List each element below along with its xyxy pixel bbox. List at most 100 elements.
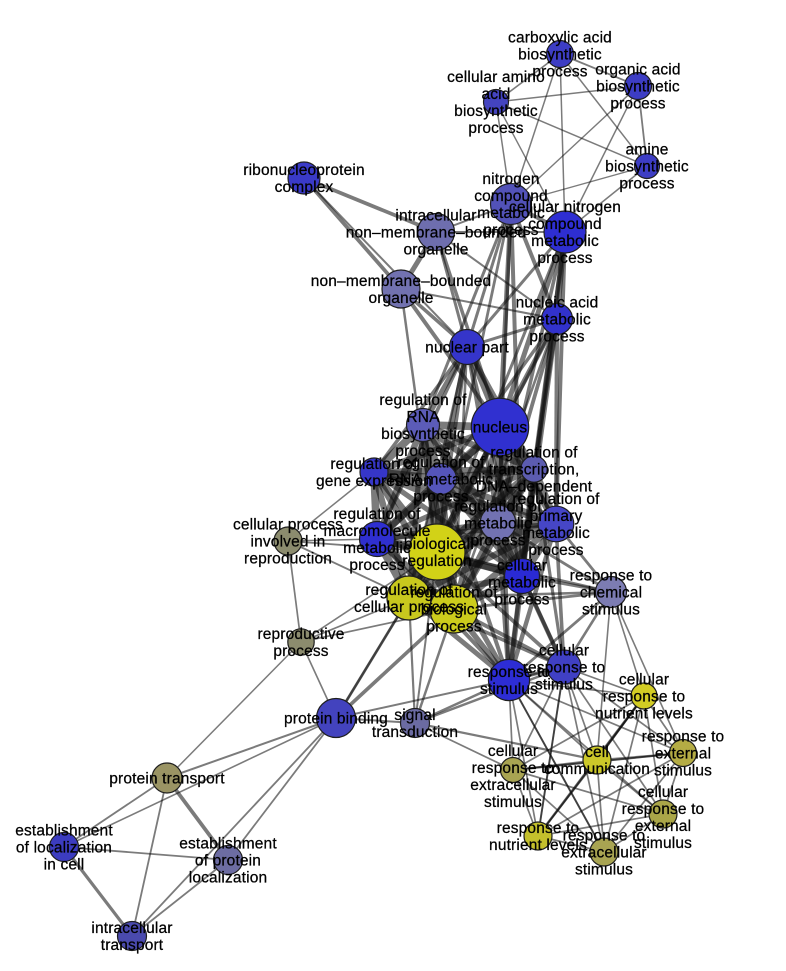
svg-text:process: process: [470, 532, 525, 549]
svg-text:biological: biological: [404, 536, 470, 553]
svg-text:transcription,: transcription,: [489, 461, 580, 478]
svg-text:regulation of: regulation of: [410, 584, 498, 601]
svg-text:DNA–dependent: DNA–dependent: [476, 478, 593, 495]
svg-text:regulation of: regulation of: [333, 506, 421, 523]
svg-text:process: process: [426, 618, 481, 635]
svg-text:involved in: involved in: [251, 533, 326, 550]
svg-text:stimulus: stimulus: [634, 835, 692, 852]
svg-text:signal: signal: [394, 707, 435, 724]
svg-text:biological: biological: [421, 601, 487, 618]
svg-text:stimulus: stimulus: [480, 681, 538, 698]
svg-text:RNA: RNA: [406, 409, 440, 426]
svg-text:biosynthetic: biosynthetic: [596, 78, 680, 95]
svg-text:process: process: [468, 120, 523, 137]
svg-text:process: process: [532, 63, 587, 80]
svg-text:regulation of: regulation of: [330, 456, 418, 473]
svg-text:regulation of: regulation of: [379, 392, 467, 409]
svg-text:nuclear part: nuclear part: [425, 339, 509, 356]
svg-text:biosynthetic: biosynthetic: [381, 426, 465, 443]
svg-text:response to: response to: [468, 664, 551, 681]
svg-text:transport: transport: [101, 937, 164, 954]
svg-text:response to: response to: [622, 801, 705, 818]
svg-text:organelle: organelle: [403, 241, 468, 258]
svg-text:process: process: [273, 643, 328, 660]
svg-text:nutrient levels: nutrient levels: [489, 837, 587, 854]
svg-text:cellular: cellular: [638, 784, 688, 801]
svg-text:communication: communication: [544, 761, 650, 778]
svg-text:localization: localization: [189, 869, 267, 886]
svg-text:compound: compound: [528, 216, 602, 233]
svg-text:response to: response to: [563, 827, 646, 844]
svg-text:regulation of: regulation of: [490, 444, 578, 461]
svg-text:organic acid: organic acid: [595, 61, 680, 78]
svg-text:RNA metabolic: RNA metabolic: [389, 471, 494, 488]
svg-text:metabolic: metabolic: [477, 205, 545, 222]
svg-text:response to: response to: [642, 728, 725, 745]
svg-text:regulation of: regulation of: [397, 454, 485, 471]
svg-text:carboxylic acid: carboxylic acid: [508, 29, 612, 46]
svg-text:intracellular: intracellular: [91, 920, 172, 937]
svg-text:chemical: chemical: [580, 584, 642, 601]
svg-text:nitrogen: nitrogen: [482, 171, 539, 188]
svg-text:cellular: cellular: [619, 671, 669, 688]
svg-text:cellular process: cellular process: [354, 599, 464, 616]
svg-text:response to: response to: [523, 659, 606, 676]
svg-text:intracellular: intracellular: [395, 207, 476, 224]
svg-text:non–membrane–bounded: non–membrane–bounded: [311, 273, 492, 290]
svg-text:metabolic: metabolic: [523, 311, 591, 328]
svg-text:biosynthetic: biosynthetic: [518, 46, 602, 63]
svg-text:protein binding: protein binding: [284, 710, 388, 727]
svg-text:metabolic: metabolic: [522, 525, 590, 542]
svg-text:reproduction: reproduction: [244, 550, 332, 567]
svg-text:process: process: [413, 488, 468, 505]
svg-text:gene expression: gene expression: [316, 473, 432, 490]
svg-text:response to: response to: [603, 688, 686, 705]
svg-text:nucleic acid: nucleic acid: [516, 294, 599, 311]
svg-text:non–membrane–bounded: non–membrane–bounded: [346, 224, 527, 241]
svg-text:biosynthetic: biosynthetic: [605, 158, 689, 175]
svg-text:protein transport: protein transport: [109, 770, 225, 787]
svg-text:regulation of: regulation of: [512, 491, 600, 508]
svg-text:cellular process: cellular process: [233, 516, 343, 533]
svg-text:macromolecule: macromolecule: [323, 523, 430, 540]
svg-text:process: process: [395, 443, 450, 460]
svg-text:organelle: organelle: [368, 290, 433, 307]
svg-text:amine: amine: [626, 141, 669, 158]
svg-text:cellular amino: cellular amino: [447, 69, 545, 86]
svg-text:nucleus: nucleus: [473, 419, 528, 436]
svg-text:cellular: cellular: [539, 642, 589, 659]
svg-text:external: external: [635, 818, 691, 835]
svg-text:metabolic: metabolic: [488, 574, 556, 591]
svg-text:response to: response to: [472, 760, 555, 777]
svg-text:regulation: regulation: [402, 553, 472, 570]
svg-text:transduction: transduction: [372, 724, 458, 741]
svg-text:complex: complex: [275, 179, 334, 196]
svg-text:process: process: [537, 250, 592, 267]
svg-text:stimulus: stimulus: [535, 676, 593, 693]
svg-text:stimulus: stimulus: [484, 794, 542, 811]
svg-text:process: process: [494, 591, 549, 608]
svg-text:cellular: cellular: [497, 557, 547, 574]
svg-text:nutrient levels: nutrient levels: [595, 705, 693, 722]
svg-text:response to: response to: [497, 820, 580, 837]
svg-text:process: process: [610, 95, 665, 112]
svg-text:regulation of: regulation of: [454, 498, 542, 515]
svg-text:metabolic: metabolic: [464, 515, 532, 532]
svg-text:regulation of: regulation of: [365, 582, 453, 599]
svg-text:acid: acid: [481, 86, 510, 103]
svg-text:stimulus: stimulus: [654, 762, 712, 779]
svg-text:ribonucleoprotein: ribonucleoprotein: [243, 162, 364, 179]
svg-text:process: process: [528, 542, 583, 559]
svg-text:response to: response to: [570, 567, 653, 584]
svg-text:biosynthetic: biosynthetic: [454, 103, 538, 120]
svg-text:primary: primary: [530, 508, 583, 525]
svg-text:establishment: establishment: [15, 822, 113, 839]
svg-text:in cell: in cell: [44, 856, 85, 873]
svg-text:extracellular: extracellular: [561, 844, 647, 861]
svg-text:metabolic: metabolic: [531, 233, 599, 250]
svg-text:external: external: [655, 745, 711, 762]
svg-text:stimulus: stimulus: [582, 601, 640, 618]
svg-text:cellular: cellular: [488, 743, 538, 760]
svg-text:process: process: [619, 175, 674, 192]
svg-text:reproductive: reproductive: [257, 626, 344, 643]
